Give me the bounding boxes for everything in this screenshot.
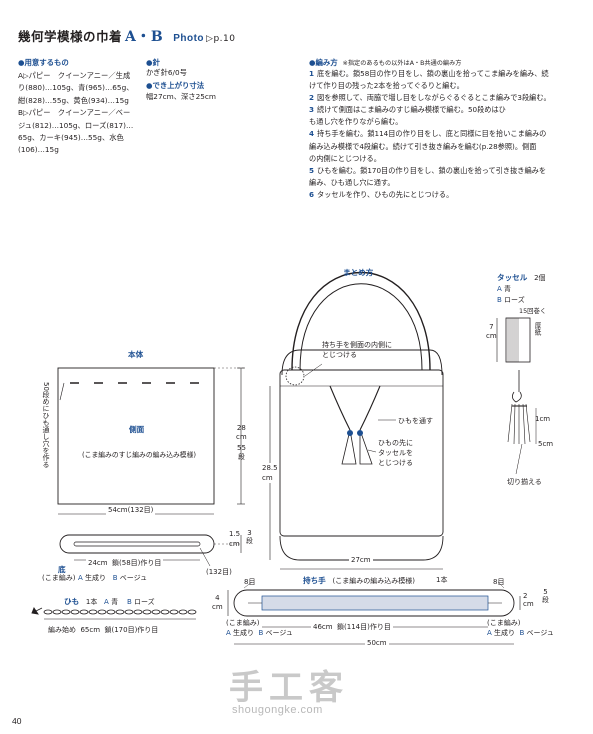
instructions-heading: ●編み方※指定のあるもの以外はA・B共通の編み方 [309, 58, 462, 67]
base-height-unit: cm [229, 540, 240, 548]
body-title: 本体 [128, 350, 144, 359]
base-colors: A 生成り B ベージュ [78, 574, 148, 582]
body-width: 54cm(132目) [106, 505, 156, 515]
tassel-wraps: 15回巻く [519, 307, 547, 315]
handle-header: 持ち手 (こま編みの編み込み模様) [303, 576, 415, 585]
materials-line: ジュ(812)…105g、ローズ(817)… [18, 120, 134, 130]
side-label: 側面 [129, 425, 145, 434]
base-height: 1.5 [229, 530, 241, 538]
hole-note: 50段めにひも通し穴を作る [42, 382, 50, 468]
tassel-attach-note: ひもの先にタッセルをとじつける [378, 439, 413, 467]
handle-count: 1本 [436, 576, 448, 584]
materials-line: B▷パピー クイーンアニー／ベー [18, 108, 131, 118]
base-outline [59, 534, 215, 554]
tassel-illustration [496, 317, 537, 475]
cord-length: 編み始め 65cm 鎖(170目)作り目 [48, 626, 159, 634]
materials-line: 65g、カーキ(945)…55g、水色 [18, 133, 124, 143]
body-panel-outline [57, 367, 215, 505]
needle-value: かぎ針6/0号 [146, 68, 187, 77]
tassel-color-a: A 青 [497, 285, 512, 293]
materials-line: (106)…15g [18, 145, 59, 155]
handle-inner-length: 46cm 鎖(114目)作り目 [311, 622, 393, 632]
side-pattern: (こま編みのすじ編みの編み込み模様) [82, 451, 197, 459]
cord-header: ひも 1本 A 青 B ローズ [64, 597, 155, 606]
needle-heading: ●針 [146, 58, 160, 67]
handle-rows-right: 8目 [493, 578, 505, 586]
materials-line: A▷パピー クイーンアニー／生成 [18, 71, 131, 80]
tassel-color-b: B ローズ [497, 296, 525, 304]
title-variant: A・B [125, 29, 164, 45]
step-5-cont: 編み、ひも通し穴に通す。 [309, 177, 395, 187]
step-4-cont: の内側にとじつける。 [309, 153, 381, 163]
page-number: 40 [12, 716, 22, 726]
size-heading: ●でき上がり寸法 [146, 81, 205, 90]
materials-list: A▷パピー クイーンアニー／生成 り(880)…105g、青(965)…65g、… [18, 70, 134, 157]
handle-rows-left: 8目 [244, 578, 256, 586]
tassel-header: タッセル 2個 [497, 273, 546, 282]
handle-left-pattern: (こま編み) [226, 619, 260, 627]
step-3-cont: も通し穴を作りながら編む。 [309, 117, 403, 127]
handle-total-length: 50cm [365, 639, 389, 647]
bag-width: 27cm [349, 556, 373, 564]
watermark-logo: 手工客 [229, 668, 349, 708]
handle-attach-note: 持ち手を側面の内側にとじつける [322, 341, 392, 359]
materials-line: り(880)…105g、青(965)…65g、 [18, 83, 134, 93]
step-1-cont: けて作り目の残った2本を拾ってぐるりと編む。 [309, 81, 464, 91]
base-stitches: (132目) [206, 568, 232, 576]
size-value: 幅27cm、深さ25cm [146, 92, 216, 101]
instructions-note: ※指定のあるもの以外はA・B共通の編み方 [342, 60, 462, 67]
handle-left-colors: A 生成り B ベージュ [226, 629, 293, 637]
base-title: 底 [58, 565, 66, 574]
base-width: 24cm 鎖(58目)作り目 [86, 558, 164, 568]
cord-through-note: ひもを通す [398, 417, 433, 425]
tassel-card: 厚紙 [533, 322, 541, 336]
photo-page-ref: ▷p.10 [206, 34, 236, 44]
base-pattern: (こま編み) [42, 574, 76, 582]
tassel-top: 1cm [535, 415, 551, 423]
handle-right-pattern: (こま編み) [487, 619, 521, 627]
materials-line: 紺(828)…55g、黄色(934)…15g [18, 95, 129, 105]
step-4-cont: 編み込み模様で4段編む。続けて引き抜き編みを編む(p.28参照)。側面 [309, 141, 537, 151]
tassel-trim: 切り揃える [507, 478, 542, 486]
handle-right-colors: A 生成り B ベージュ [487, 629, 554, 637]
materials-heading: ●用意するもの [18, 58, 69, 67]
title-text: 幾何学模様の巾着 [18, 29, 123, 44]
tassel-length: 5cm [538, 440, 554, 448]
cord-chain [33, 607, 197, 620]
assembly-title: まとめ方 [343, 268, 374, 277]
photo-label: Photo [173, 33, 205, 44]
watermark-url: shougongke.com [232, 704, 323, 716]
